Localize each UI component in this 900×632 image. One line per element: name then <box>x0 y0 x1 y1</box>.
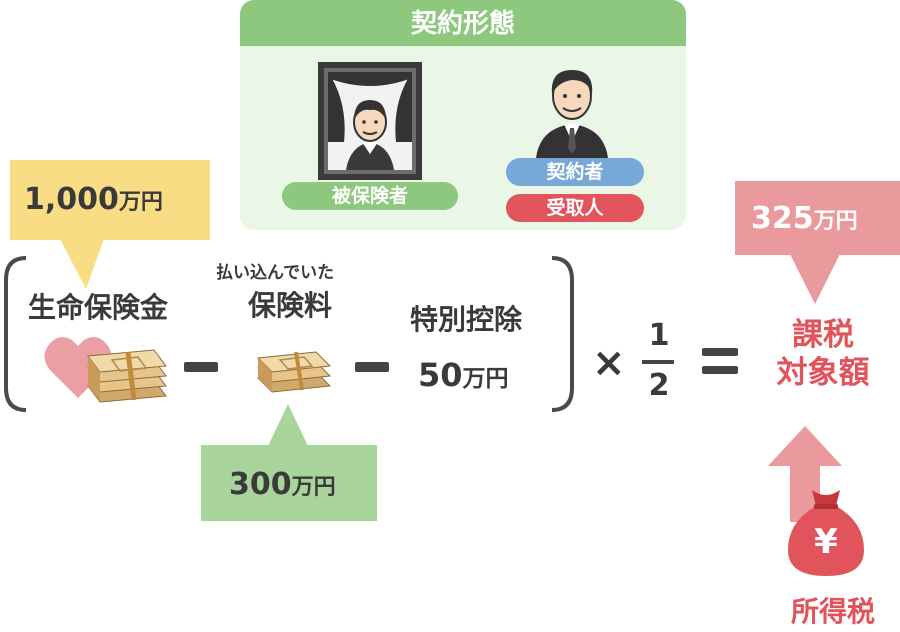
portrait-frame-icon <box>318 62 422 180</box>
premiums-unit: 万円 <box>291 475 336 500</box>
equals-sign-text: = <box>0 0 1 1</box>
fraction-numerator: 1 <box>648 318 670 353</box>
equals-sign-top <box>702 348 738 356</box>
minus-sign-1 <box>184 362 218 372</box>
right-brace-icon <box>551 256 574 412</box>
deduction-unit: 万円 <box>462 366 509 392</box>
result-amount-callout: 325万円 <box>735 181 900 255</box>
premiums-amount: 300 <box>229 467 292 502</box>
yen-symbol: ¥ <box>814 522 838 562</box>
premiums-label: 保険料 <box>248 289 333 322</box>
benefit-callout-pointer <box>60 239 104 289</box>
heart-money-icon <box>44 337 167 403</box>
premiums-amount-callout: 300万円 <box>201 445 377 521</box>
money-stack-icon <box>256 351 332 393</box>
insured-badge: 被保険者 <box>282 182 458 210</box>
income-tax-label: 所得税 <box>790 595 875 628</box>
benefit-unit: 万円 <box>118 190 163 215</box>
taxable-amount-label: 課税 対象額 <box>776 317 870 391</box>
minus-sign-2 <box>355 362 389 372</box>
benefit-amount-callout: 1,000万円 <box>10 160 210 240</box>
premiums-caption: 払い込んでいた <box>216 263 335 283</box>
premiums-callout-pointer <box>268 404 308 446</box>
fraction-bar <box>642 360 674 364</box>
multiply-sign: × <box>592 340 626 386</box>
money-bag-icon <box>788 490 864 576</box>
benefit-amount: 1,000 <box>24 182 119 217</box>
fraction-denominator: 2 <box>648 368 670 403</box>
deduction-label: 特別控除 <box>410 303 523 336</box>
benefit-label: 生命保険金 <box>28 291 169 324</box>
result-amount: 325 <box>751 201 814 236</box>
contract-title: 契約形態 <box>240 0 686 46</box>
contractor-badge: 契約者 <box>506 158 644 186</box>
up-arrow-icon <box>768 426 842 522</box>
left-brace-icon <box>3 256 27 412</box>
result-unit: 万円 <box>813 209 858 234</box>
recipient-badge: 受取人 <box>506 194 644 222</box>
equals-sign-bottom <box>702 366 738 374</box>
result-callout-pointer <box>790 254 840 304</box>
contract-panel: 契約形態 被保険者 契約者 受取人 <box>240 0 686 230</box>
man-icon <box>536 70 608 158</box>
deduction-amount: 50 <box>418 356 463 394</box>
